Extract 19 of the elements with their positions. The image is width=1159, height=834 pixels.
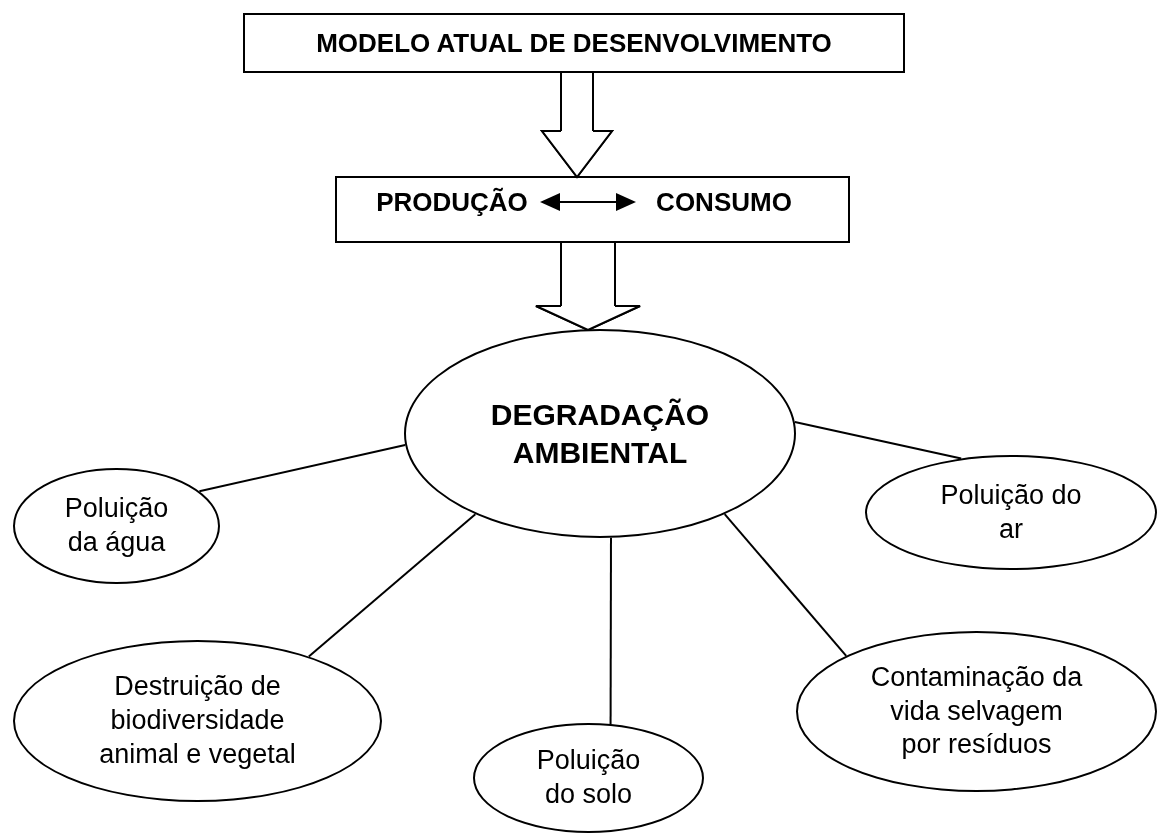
node-label: Destruição de biodiversidade animal e vegetal — [98, 670, 297, 771]
connector-line — [198, 443, 407, 493]
node-label: MODELO ATUAL DE DESENVOLVIMENTO — [316, 26, 832, 60]
process-box — [243, 13, 905, 73]
node-label: Poluição da água — [63, 492, 170, 559]
connector-line — [307, 513, 477, 658]
double-arrow — [540, 193, 636, 211]
process-box — [335, 176, 850, 243]
node-label: PRODUÇÃO — [376, 185, 528, 219]
block-arrow — [535, 241, 641, 331]
node-label: Poluição do solo — [535, 744, 642, 811]
connector-line — [609, 536, 612, 725]
node-label: Poluição do ar — [939, 478, 1083, 546]
node-label: DEGRADAÇÃO AMBIENTAL — [489, 397, 711, 471]
connector-line — [723, 513, 848, 657]
connector-line — [793, 421, 963, 460]
node-label: CONSUMO — [656, 185, 792, 219]
node-label: Contaminação da vida selvagem por resíduos — [869, 660, 1084, 762]
block-arrow — [540, 71, 614, 178]
